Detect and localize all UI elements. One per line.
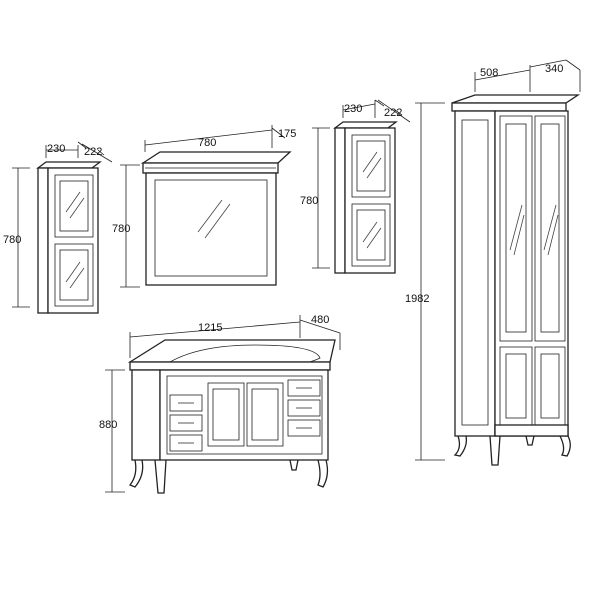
wall-cabinet-left [12, 141, 113, 314]
left-cabinet-width: 230 [47, 143, 65, 155]
mirror-width: 780 [198, 137, 216, 149]
middle-cabinet-width: 230 [344, 103, 362, 115]
left-cabinet-depth: 222 [84, 146, 102, 158]
vanity-width: 1215 [198, 322, 222, 334]
mirror-height: 780 [112, 223, 130, 235]
tall-cabinet-width: 508 [480, 67, 498, 79]
vanity-height: 880 [99, 419, 117, 431]
tall-cabinet-height: 1982 [405, 293, 429, 305]
mirror-depth: 175 [278, 128, 296, 140]
vanity-depth: 480 [311, 314, 329, 326]
mirror [120, 125, 292, 288]
tall-cabinet-depth: 340 [545, 63, 563, 75]
middle-cabinet-depth: 222 [384, 107, 402, 119]
tall-cabinet [415, 59, 581, 466]
vanity [105, 315, 341, 494]
left-cabinet-height: 780 [3, 234, 21, 246]
wall-cabinet-middle [312, 99, 411, 274]
middle-cabinet-height: 780 [300, 195, 318, 207]
